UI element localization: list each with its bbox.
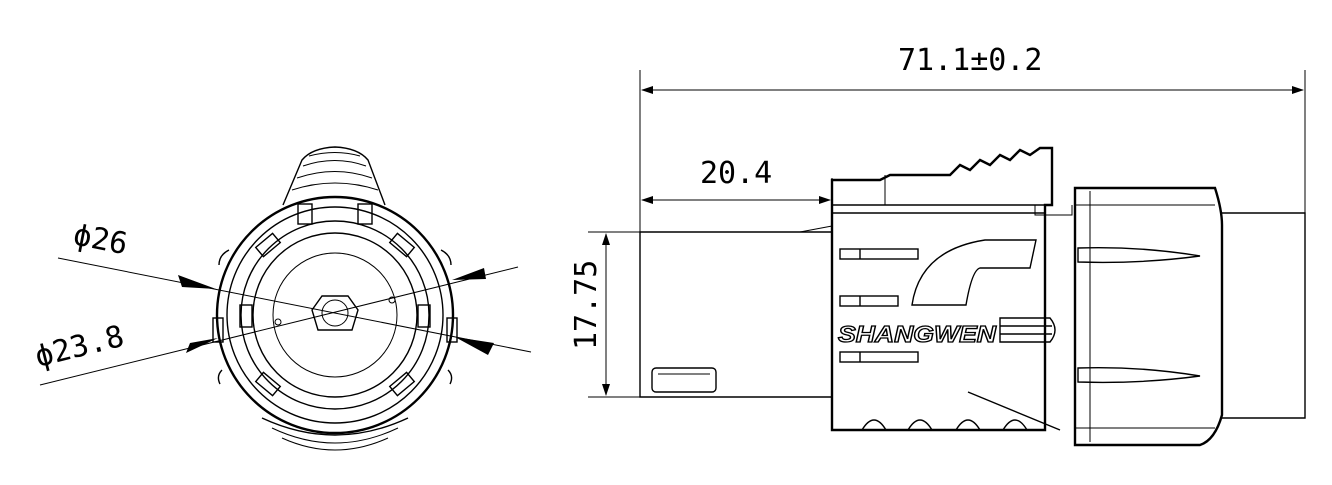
front-length-label: 20.4 [700, 156, 772, 191]
overall-length-label: 71.1±0.2 [898, 43, 1043, 78]
front-outer-ring [215, 195, 455, 435]
main-body [830, 146, 1054, 432]
rear-nut [1073, 186, 1224, 447]
outer-diameter-label: ϕ26 [70, 217, 130, 262]
center-contact [311, 295, 359, 331]
brand-name: SHANGWEN [838, 321, 996, 347]
inner-diameter-label: ϕ23.8 [31, 319, 127, 375]
side-view: SHANGWEN 71.1±0.2 20.4 [569, 43, 1306, 447]
diameter-arrows [178, 268, 494, 355]
front-latch [282, 146, 386, 206]
body-slots [839, 248, 919, 363]
front-tube [639, 231, 832, 398]
front-inner-ring [252, 232, 418, 398]
height-label: 17.75 [569, 260, 604, 350]
outer-diameter-leader [57, 257, 532, 353]
inner-diameter-leader [39, 266, 519, 386]
brand-stripes [999, 317, 1056, 343]
cable-sleeve [1222, 212, 1306, 419]
brand-logo-mark [911, 239, 1037, 306]
front-view: ϕ26 ϕ23.8 [31, 146, 532, 451]
